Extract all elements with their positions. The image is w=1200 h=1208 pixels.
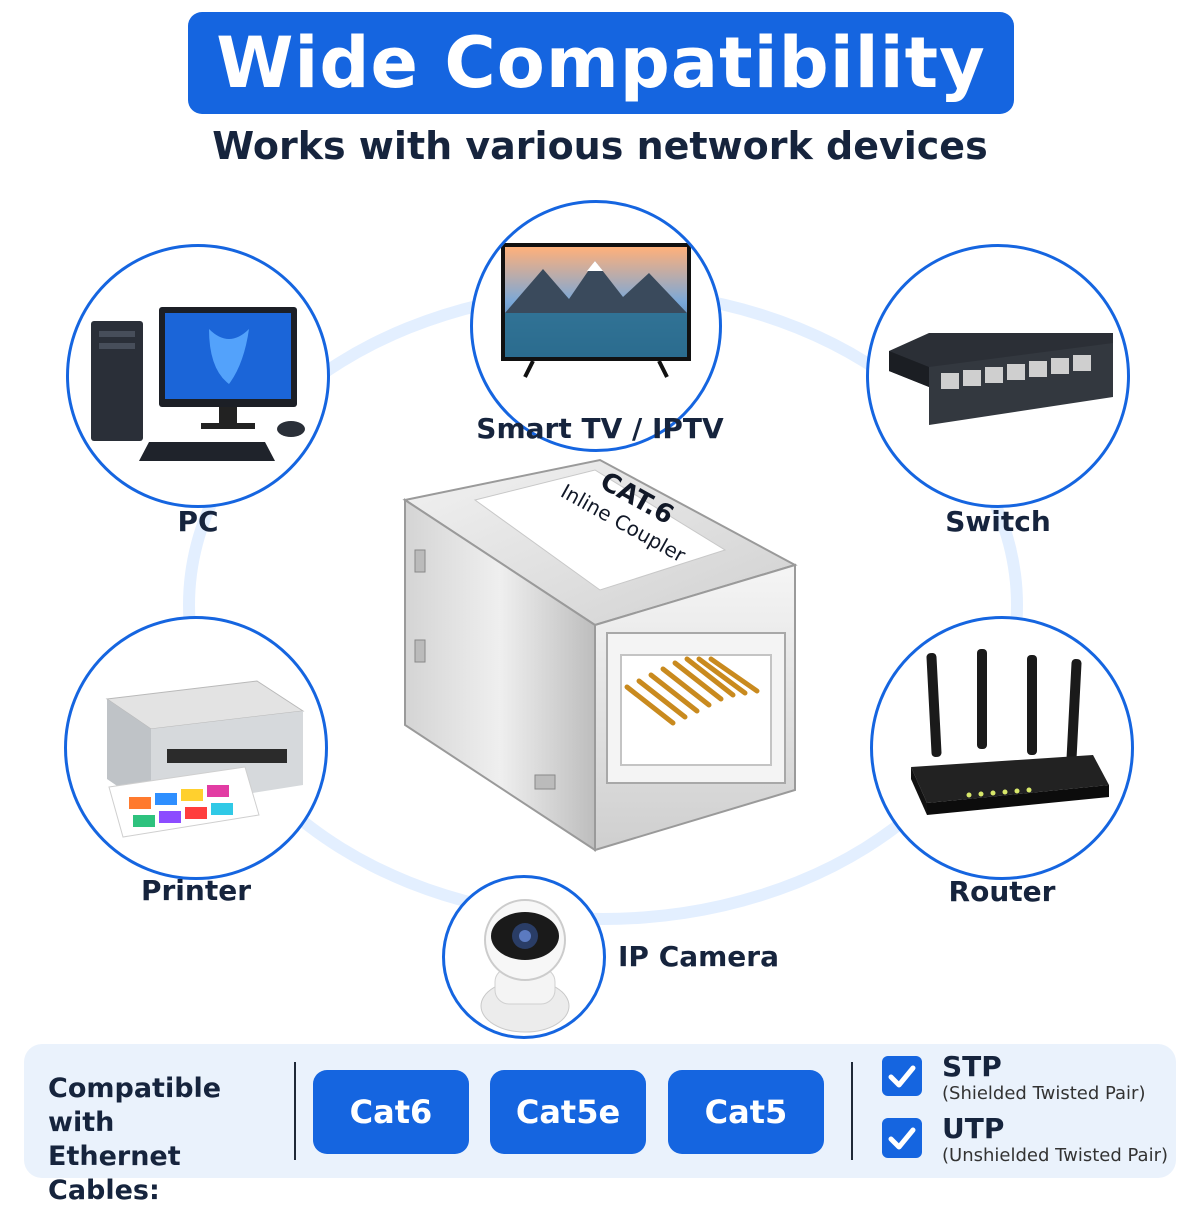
cable-badge-cat6: Cat6 (313, 1070, 469, 1154)
device-label-printer: Printer (140, 874, 252, 907)
tv-icon (501, 243, 691, 378)
device-circle-camera (442, 875, 606, 1039)
cable-badge-cat5e: Cat5e (490, 1070, 646, 1154)
device-circle-pc (66, 244, 330, 508)
camera-icon (480, 899, 570, 1033)
switch-icon (889, 333, 1113, 425)
device-label-pc: PC (177, 505, 219, 538)
check-icon (882, 1056, 922, 1096)
device-circle-router (870, 616, 1134, 880)
page-subtitle: Works with various network devices (212, 124, 988, 168)
device-circle-switch (866, 244, 1130, 508)
pc-icon (91, 307, 305, 461)
device-label-tv: Smart TV / IPTV (476, 412, 724, 445)
printer-icon (105, 680, 305, 838)
page-title: Wide Compatibility (216, 22, 986, 104)
router-icon (911, 649, 1109, 815)
shield-desc-stp: (Shielded Twisted Pair) (942, 1083, 1146, 1104)
coupler-illustration (402, 458, 798, 852)
shield-type-utp: UTP (942, 1112, 1005, 1145)
shield-type-stp: STP (942, 1050, 1002, 1083)
check-icon (882, 1118, 922, 1158)
device-circle-printer (64, 616, 328, 880)
divider-right (851, 1062, 853, 1160)
device-circle-tv (470, 200, 722, 452)
device-label-switch: Switch (945, 505, 1051, 538)
compatibility-label-line2: Ethernet Cables: (48, 1141, 181, 1206)
title-banner: Wide Compatibility (188, 12, 1014, 114)
cable-badge-cat5: Cat5 (668, 1070, 824, 1154)
device-label-router: Router (948, 875, 1056, 908)
shield-desc-utp: (Unshielded Twisted Pair) (942, 1145, 1169, 1166)
divider-left (294, 1062, 296, 1160)
compatibility-label-line1: Compatible with (48, 1073, 222, 1138)
compatibility-label: Compatible with Ethernet Cables: (48, 1072, 288, 1208)
device-label-camera: IP Camera (618, 940, 779, 973)
